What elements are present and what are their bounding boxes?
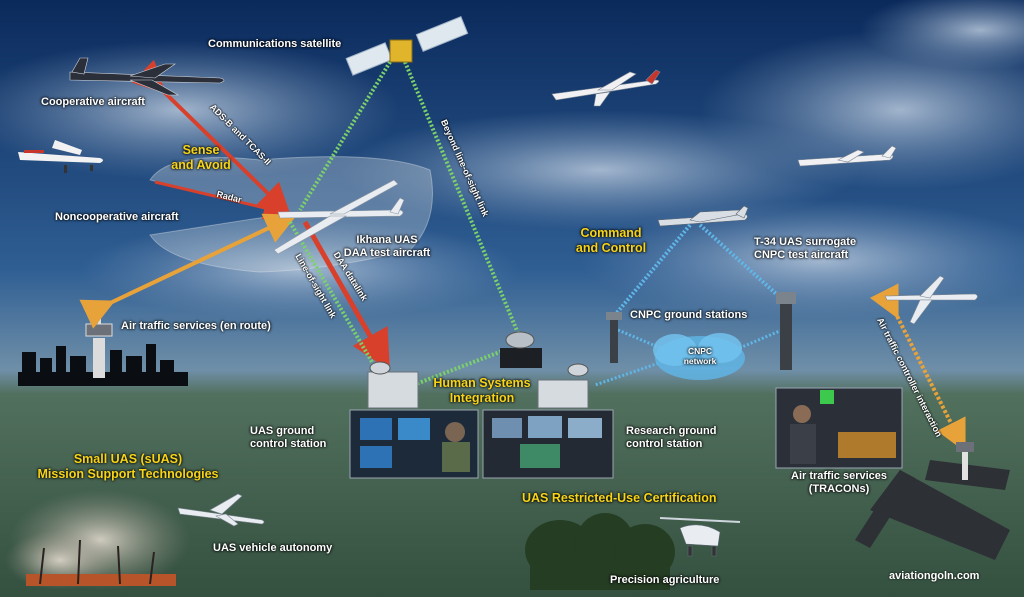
agriculture-helicopter-icon [659, 517, 741, 557]
cooperative-aircraft-icon [69, 57, 225, 96]
watermark: aviationgoln.com [889, 570, 980, 582]
uas-ground-control-label: UAS ground control station [250, 425, 327, 450]
line-of-sight-link [288, 220, 374, 364]
t34-surrogate-icon [657, 205, 749, 227]
cloud [700, 30, 1024, 190]
cnpc-ground-station-left [606, 312, 622, 363]
t34-to-ground-right [698, 223, 785, 302]
noncooperative-aircraft-icon [18, 140, 103, 173]
research-gcs-antenna [537, 363, 589, 409]
adsb-link [131, 59, 291, 216]
tracon-photo [775, 387, 903, 469]
ikhana-uas-label: Ikhana UAS DAA test aircraft [343, 234, 431, 259]
airport-runway [855, 442, 1010, 560]
precision-agriculture-label: Precision agriculture [610, 574, 720, 586]
crop-field [525, 513, 675, 590]
airliner-icon [551, 69, 661, 107]
wildfire-scene [5, 490, 190, 590]
cnpc-ground-station-right [776, 292, 796, 370]
enroute-ats-link [79, 213, 298, 329]
noncooperative-aircraft-label: Noncooperative aircraft [55, 211, 179, 223]
satellite-dish-icon [500, 331, 542, 368]
link-lines [79, 59, 966, 453]
human-systems-integration-title: Human Systems Integration [433, 376, 531, 405]
uas-gcs-photo [349, 409, 479, 479]
sense-and-avoid-title: Sense and Avoid [171, 143, 231, 172]
tracon-ats-label: Air traffic services (TRACONs) [791, 470, 887, 495]
uas-restricted-use-certification-title: UAS Restricted-Use Certification [522, 491, 717, 505]
reaper-uas-icon [884, 275, 978, 325]
cnpc-network-cloud [653, 333, 745, 380]
uas-vehicle-autonomy-label: UAS vehicle autonomy [213, 542, 333, 554]
satellite-to-dish [403, 61, 522, 339]
uas-gcs-antenna [367, 361, 419, 409]
en-route-ats-label: Air traffic services (en route) [121, 320, 271, 332]
t34-to-ground-left [613, 223, 692, 317]
ikhana-uas-icon [273, 179, 405, 255]
research-gcs-photo [482, 409, 614, 479]
satellite-icon [345, 16, 469, 76]
satellite-label: Communications satellite [208, 38, 342, 50]
cnpc-ground-stations-label: CNPC ground stations [630, 309, 748, 321]
satellite-to-ikhana [298, 60, 392, 212]
daa-datalink [302, 220, 390, 371]
ground-to-network-right [734, 328, 783, 352]
business-jet-icon [797, 145, 897, 167]
command-and-control-title: Command and Control [575, 226, 647, 255]
research-ground-control-label: Research ground control station [626, 425, 717, 450]
cloud [860, 0, 1024, 70]
ground-to-network-left [617, 328, 666, 352]
city-skyline [18, 344, 188, 386]
cooperative-aircraft-label: Cooperative aircraft [41, 96, 145, 108]
small-uas-title: Small UAS (sUAS) Mission Support Technol… [37, 452, 219, 481]
cnpc-network-label: CNPC network [683, 346, 717, 366]
small-uas-icon [177, 493, 265, 527]
radar-link [154, 180, 288, 220]
t34-surrogate-label: T-34 UAS surrogate CNPC test aircraft [754, 236, 857, 261]
